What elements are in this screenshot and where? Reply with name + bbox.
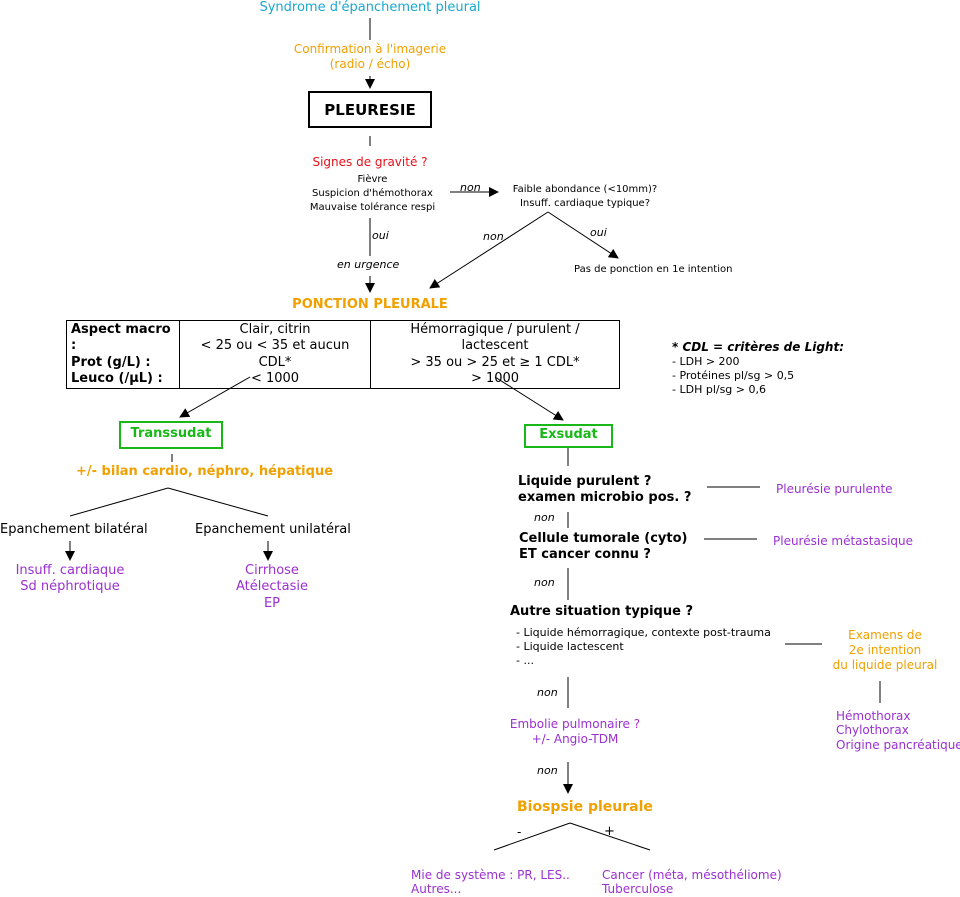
transsudat-bilan: +/- bilan cardio, néphro, hépatique — [76, 464, 334, 479]
label-non: non — [534, 576, 555, 589]
cdl-note: * CDL = critères de Light: - LDH > 200 -… — [672, 340, 844, 396]
exsudat-box: Exsudat — [524, 424, 613, 448]
question-cellule-tumorale: Cellule tumorale (cyto) ET cancer connu … — [519, 531, 687, 564]
autre-situation-list: - Liquide hémorragique, contexte post-tr… — [516, 626, 771, 667]
label-non: non — [483, 230, 504, 243]
bilateral-causes: Insuff. cardiaque Sd néphrotique — [0, 563, 140, 596]
origine-item: Origine pancréatique — [836, 737, 960, 752]
embolie-pulmonaire: Embolie pulmonaire ? +/- Angio-TDM — [500, 717, 650, 747]
examens-line: Examens de — [848, 628, 922, 642]
cause-item: Atélectasie — [236, 579, 308, 595]
cause-item: Sd néphrotique — [20, 579, 120, 595]
question-line: Cellule tumorale (cyto) — [519, 531, 688, 546]
origine-item: Hémothorax — [836, 709, 911, 723]
result-pleuresie-metastasique: Pleurésie métastasique — [773, 534, 914, 548]
label-non: non — [537, 764, 558, 777]
biopsie-pleurale: Biospsie pleurale — [517, 799, 653, 815]
faible-line-2: Insuff. cardiaque typique? — [519, 198, 651, 209]
exsudat-label: Exsudat — [539, 427, 598, 442]
table-cell: < 1000 — [250, 370, 300, 386]
biopsie-negative-causes: Mie de système : PR, LES.. Autres... — [411, 868, 570, 897]
table-cell: > 35 ou > 25 et ≥ 1 CDL* — [410, 354, 580, 370]
cause-item: Cancer (méta, mésothéliome) — [602, 868, 782, 882]
biopsie-positive-causes: Cancer (méta, mésothéliome) Tuberculose — [602, 868, 782, 897]
confirmation-text: Confirmation à l'imagerie (radio / écho) — [270, 42, 470, 72]
signes-title: Signes de gravité ? — [312, 155, 428, 169]
label-oui: oui — [372, 229, 389, 242]
transsudat-label: Transsudat — [130, 426, 212, 441]
question-liquide-purulent: Liquide purulent ? examen microbio pos. … — [518, 474, 691, 507]
embolie-line: Embolie pulmonaire ? — [509, 717, 641, 731]
label-non: non — [537, 686, 558, 699]
table-cell: > 1000 — [470, 370, 520, 386]
situation-item: - Liquide hémorragique, contexte post-tr… — [516, 626, 771, 639]
epanchement-bilateral: Epanchement bilatéral — [0, 522, 148, 537]
origines-list: Hémothorax Chylothorax Origine pancréati… — [836, 709, 960, 752]
table-header: Aspect macro : — [71, 322, 171, 354]
faible-line-1: Faible abondance (<10mm)? — [512, 184, 658, 195]
cause-item: EP — [263, 595, 281, 611]
result-pleuresie-purulente: Pleurésie purulente — [776, 482, 893, 496]
situation-item: - Liquide lactescent — [516, 639, 624, 653]
arrow-faible-oui — [547, 211, 619, 259]
unilateral-causes: Cirrhose Atélectasie EP — [212, 563, 332, 612]
label-en-urgence: en urgence — [337, 258, 400, 271]
faible-abondance-text: Faible abondance (<10mm)? Insuff. cardia… — [495, 183, 675, 211]
table-header-column: Aspect macro : Prot (g/L) : Leuco (/µL) … — [66, 320, 180, 389]
cdl-item: - Protéines pl/sg > 0,5 — [672, 368, 795, 382]
cdl-item: - LDH pl/sg > 0,6 — [672, 382, 766, 396]
examens-2e-intention: Examens de 2e intention du liquide pleur… — [818, 628, 952, 673]
question-autre-situation: Autre situation typique ? — [510, 604, 693, 619]
question-line: examen microbio pos. ? — [518, 490, 692, 506]
table-cell: Clair, citrin — [239, 322, 311, 337]
epanchement-unilateral: Epanchement unilatéral — [195, 522, 351, 537]
connector-biopsie-pos — [569, 822, 651, 851]
label-non: non — [460, 181, 481, 194]
table-exsudat-column: Hémorragique / purulent / lactescent > 3… — [370, 320, 620, 389]
connector-tree-left — [69, 487, 169, 517]
cdl-item: - LDH > 200 — [672, 355, 740, 368]
signes-list: Fièvre Suspicion d'hémothorax Mauvaise t… — [285, 173, 460, 215]
signes-item: Mauvaise tolérance respi — [309, 202, 436, 213]
question-line: Liquide purulent ? — [518, 474, 652, 489]
origine-item: Chylothorax — [836, 723, 909, 738]
question-line: ET cancer connu ? — [519, 547, 651, 563]
table-header: Leuco (/µL) : — [71, 370, 163, 386]
label-oui: oui — [590, 226, 607, 239]
cause-item: Autres... — [411, 882, 462, 897]
table-cell: < 25 ou < 35 et aucun CDL* — [200, 338, 350, 370]
pleuresie-box: PLEURESIE — [308, 91, 432, 128]
examens-line: du liquide pleural — [832, 658, 938, 672]
confirmation-line-2: (radio / écho) — [329, 57, 411, 71]
transsudat-box: Transsudat — [119, 421, 223, 449]
examens-line: 2e intention — [848, 643, 922, 657]
cause-item: Cirrhose — [245, 563, 299, 578]
embolie-line: +/- Angio-TDM — [531, 732, 619, 746]
pas-de-ponction-text: Pas de ponction en 1e intention — [574, 264, 733, 275]
ponction-pleurale-title: PONCTION PLEURALE — [292, 297, 448, 312]
connector-biopsie-neg — [493, 822, 571, 851]
label-non: non — [534, 511, 555, 524]
label-minus: - — [517, 825, 522, 839]
situation-item: - ... — [516, 653, 534, 667]
diagram-title: Syndrome d'épanchement pleural — [259, 0, 481, 15]
label-plus: + — [604, 824, 615, 839]
arrow-faible-non — [429, 211, 549, 289]
criteria-table: Aspect macro : Prot (g/L) : Leuco (/µL) … — [66, 320, 620, 389]
cause-item: Tuberculose — [602, 882, 674, 897]
table-cell: Hémorragique / purulent / lactescent — [410, 322, 580, 354]
cause-item: Mie de système : PR, LES.. — [411, 868, 570, 882]
signes-item: Fièvre — [357, 174, 388, 185]
table-header: Prot (g/L) : — [71, 354, 151, 370]
table-transsudat-column: Clair, citrin < 25 ou < 35 et aucun CDL*… — [179, 320, 371, 389]
confirmation-line-1: Confirmation à l'imagerie — [293, 42, 447, 56]
cause-item: Insuff. cardiaque — [15, 563, 125, 578]
connector-tree-right — [167, 487, 269, 517]
signes-item: Suspicion d'hémothorax — [312, 188, 433, 199]
cdl-title: * CDL = critères de Light: — [672, 340, 845, 354]
pleuresie-label: PLEURESIE — [324, 101, 416, 119]
